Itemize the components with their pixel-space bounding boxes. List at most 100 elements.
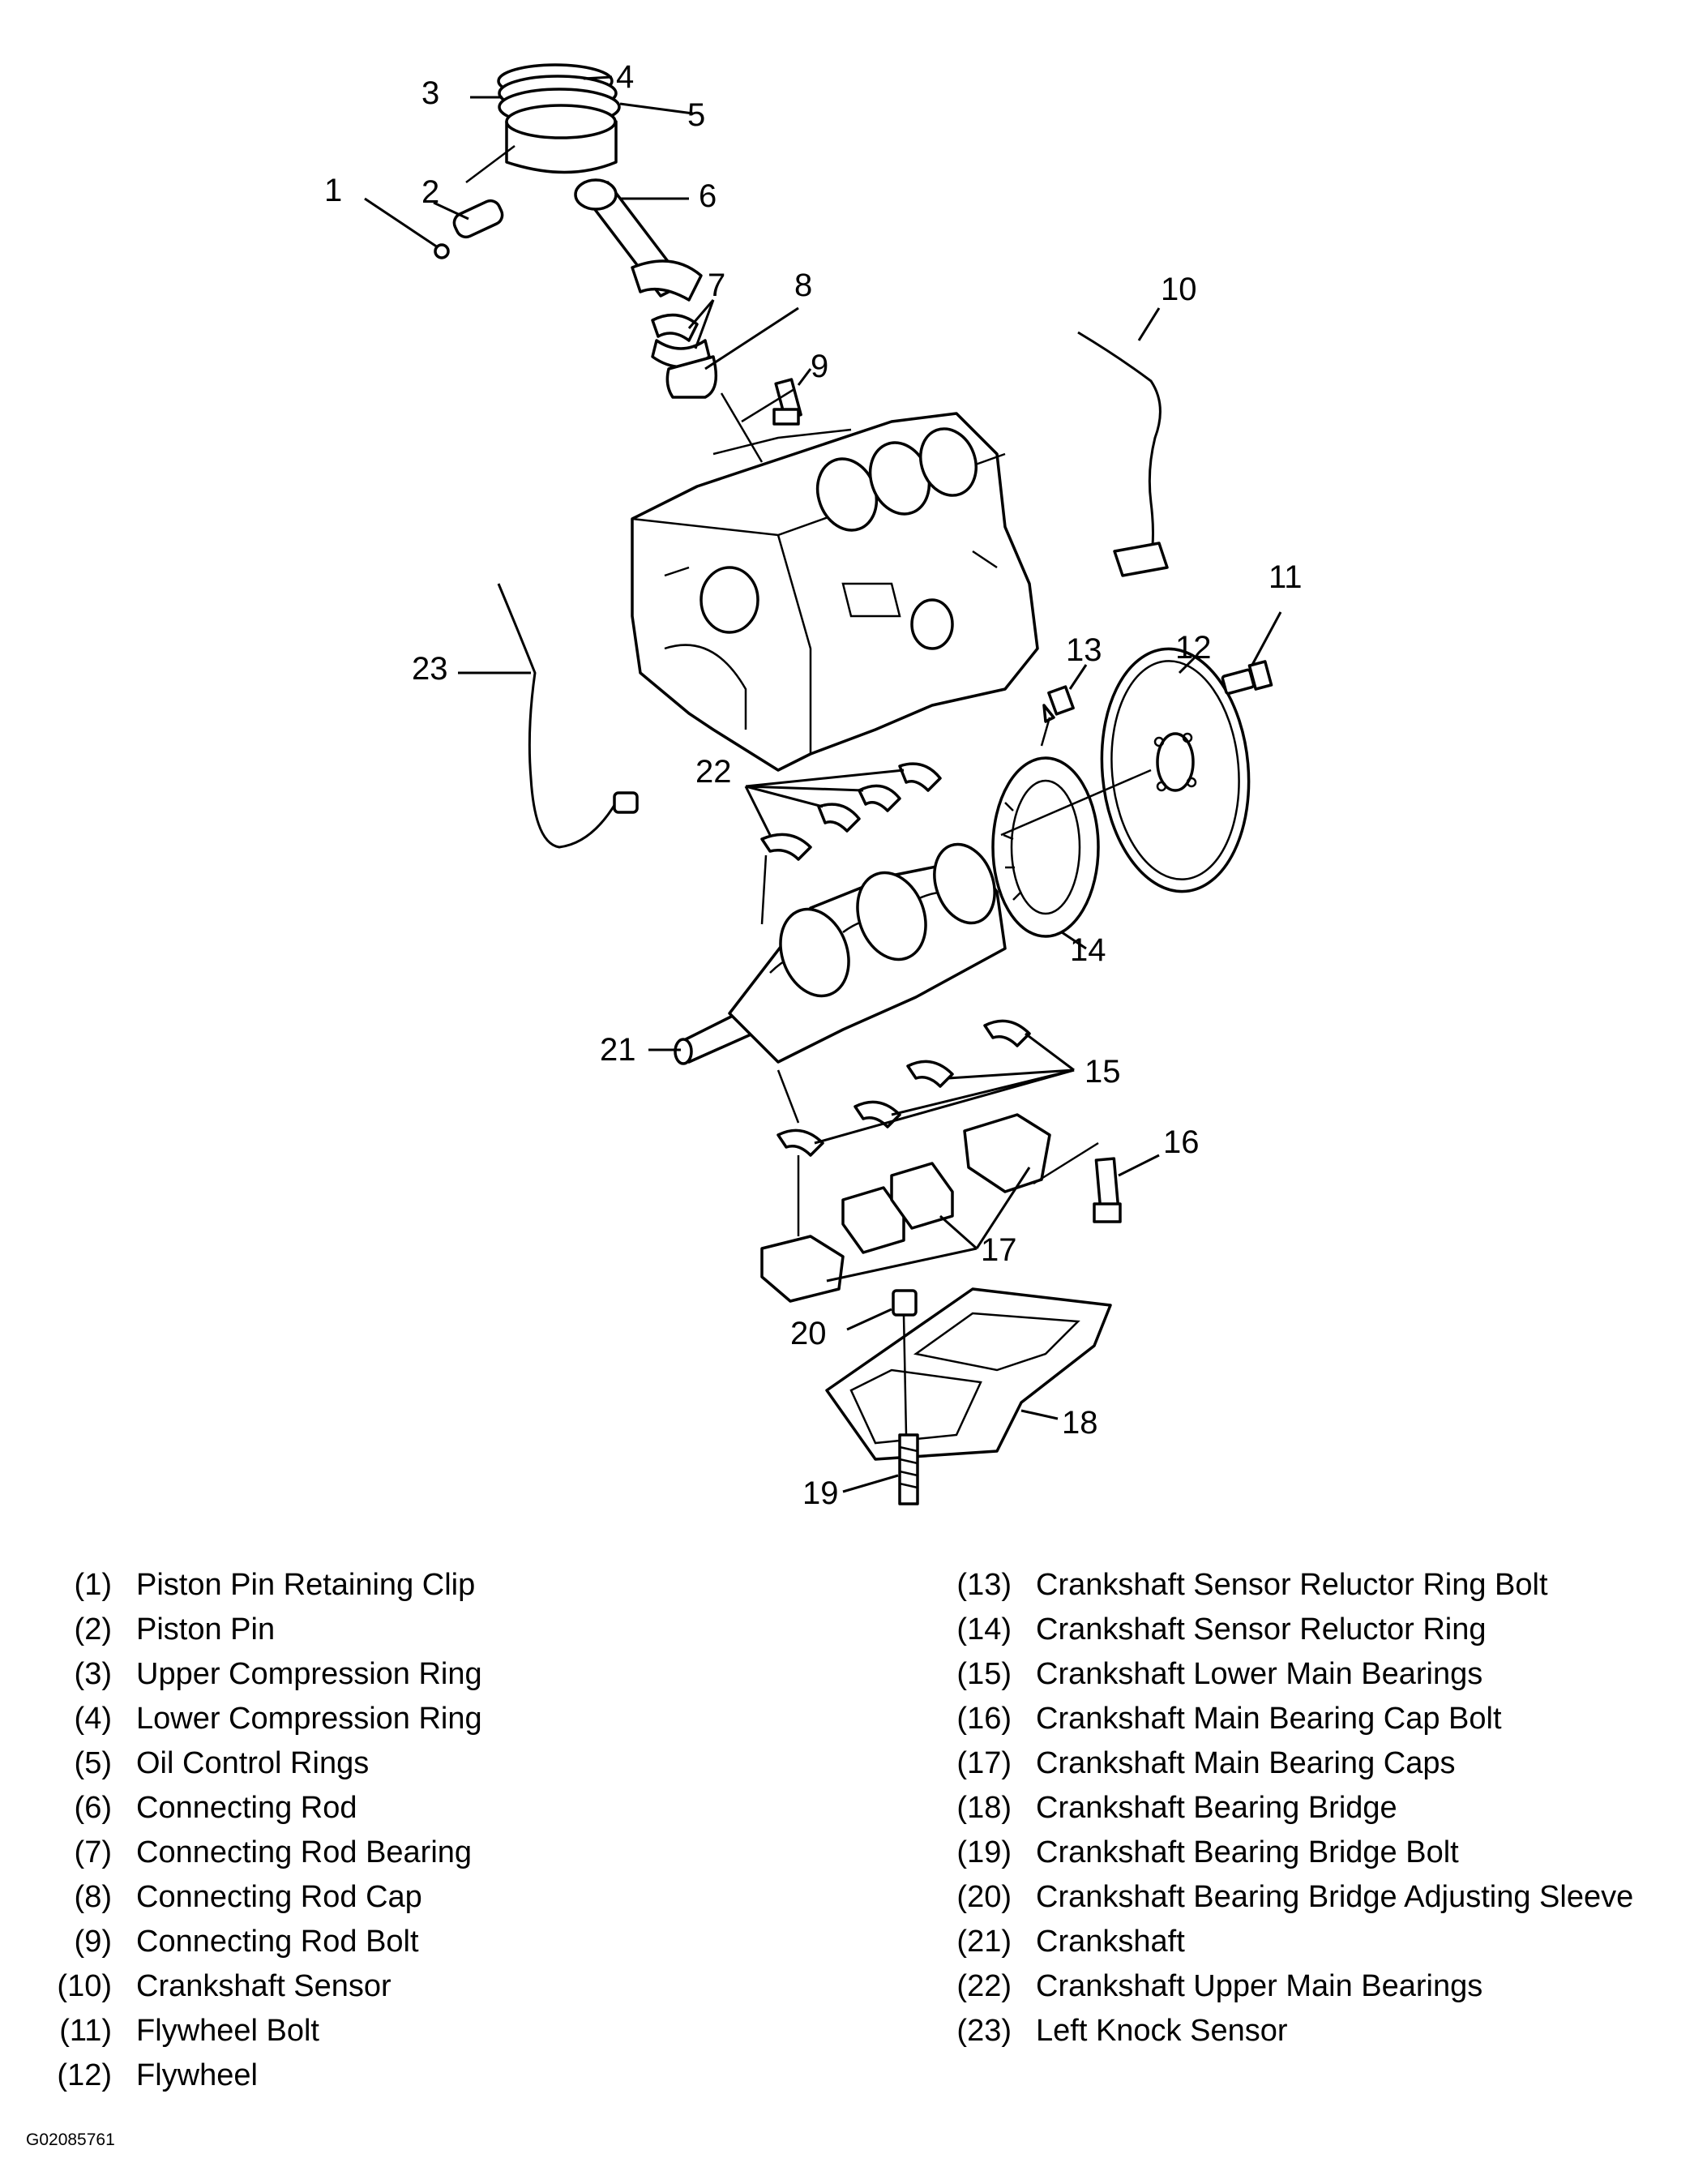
legend-label: Connecting Rod Bearing: [136, 1835, 473, 1869]
legend-label: Crankshaft Lower Main Bearings: [1036, 1657, 1483, 1691]
legend-number: (22): [956, 1969, 1012, 2003]
legend-item: (21) Crankshaft: [932, 1920, 1702, 1964]
legend-number: (10): [57, 1969, 112, 2003]
legend-item: (4)Lower Compression Ring: [24, 1697, 835, 1741]
legend-item: (12) Flywheel: [24, 2053, 835, 2098]
legend-item: (22) Crankshaft Upper Main Bearings: [932, 1964, 1702, 2009]
crankshaft-drawing: [674, 842, 1007, 1065]
legend-item: (17)Crankshaft Main Bearing Caps: [932, 1741, 1702, 1786]
legend-label: Crankshaft Upper Main Bearings: [1036, 1969, 1483, 2003]
callout-12: 12: [1175, 630, 1212, 666]
callout-labels: 1 2 3 4 5 6 7 8 9 10 11 12 13 14 15 16 1…: [324, 59, 1303, 1511]
callout-4: 4: [616, 59, 634, 95]
callout-18: 18: [1062, 1405, 1098, 1441]
legend-number: (13): [956, 1568, 1012, 1602]
legend-number: (7): [74, 1835, 112, 1869]
legend-item: (10) Crankshaft Sensor: [24, 1964, 835, 2009]
callout-16: 16: [1163, 1124, 1200, 1160]
legend-item: (13) Crankshaft Sensor Reluctor Ring Bolt: [932, 1563, 1702, 1608]
legend-item: (15) Crankshaft Lower Main Bearings: [932, 1652, 1702, 1697]
piston-pin-drawing: [434, 199, 504, 259]
callout-6: 6: [699, 178, 717, 214]
callout-3: 3: [421, 75, 439, 111]
legend-number: (15): [956, 1657, 1012, 1691]
callout-7: 7: [708, 268, 725, 303]
legend-item: (7) Connecting Rod Bearing: [24, 1831, 835, 1875]
legend-item: (16) Crankshaft Main Bearing Cap Bolt: [932, 1697, 1702, 1741]
legend-label: Connecting Rod: [136, 1791, 357, 1825]
legend-label: Crankshaft Sensor: [136, 1969, 391, 2003]
callout-22: 22: [695, 754, 732, 790]
legend-number: (23): [956, 2014, 1012, 2048]
engine-exploded-diagram: 1 2 3 4 5 6 7 8 9 10 11 12 13 14 15 16 1…: [324, 59, 1303, 1511]
legend-right-column: (13) Crankshaft Sensor Reluctor Ring Bolt…: [932, 1563, 1702, 2053]
bearing-bridge-drawing: [825, 1287, 1112, 1461]
crankshaft-sensor-drawing: [1077, 331, 1169, 577]
legend-number: (14): [956, 1612, 1012, 1647]
callout-17: 17: [981, 1232, 1017, 1268]
callout-13: 13: [1066, 632, 1102, 668]
flywheel-bolt-drawing: [1221, 660, 1273, 696]
legend-number: (5): [74, 1746, 112, 1780]
legend-label: Upper Compression Ring: [136, 1657, 482, 1691]
legend-label: Left Knock Sensor: [1036, 2014, 1288, 2048]
legend-number: (19): [956, 1835, 1012, 1869]
legend-label: Crankshaft: [1036, 1925, 1185, 1959]
legend-item: (23) Left Knock Sensor: [932, 2009, 1702, 2053]
callout-20: 20: [790, 1316, 827, 1351]
legend-number: (21): [956, 1925, 1012, 1959]
main-bearing-caps-drawing: [760, 1113, 1051, 1303]
legend-label: Oil Control Rings: [136, 1746, 370, 1780]
callout-23: 23: [412, 651, 448, 687]
upper-main-bearings-drawing: [760, 762, 942, 861]
legend-item: (11)Flywheel Bolt: [24, 2009, 835, 2053]
callout-8: 8: [794, 268, 812, 303]
callout-19: 19: [802, 1475, 839, 1511]
main-cap-bolt-drawing: [1093, 1157, 1122, 1223]
legend-number: (9): [74, 1925, 112, 1959]
legend-item: (9) Connecting Rod Bolt: [24, 1920, 835, 1964]
callout-9: 9: [811, 349, 828, 384]
rod-bearing-drawing: [651, 313, 711, 369]
legend-item: (5) Oil Control Rings: [24, 1741, 835, 1786]
callout-2: 2: [421, 174, 439, 210]
legend-left-column: (1)Piston Pin Retaining Clip (2) Piston P…: [24, 1563, 835, 2098]
legend-number: (8): [74, 1880, 112, 1914]
bridge-bolt-drawing: [898, 1433, 919, 1505]
legend-label: Crankshaft Bearing Bridge Adjusting Slee…: [1036, 1880, 1634, 1914]
legend-label: Connecting Rod Bolt: [136, 1925, 419, 1959]
rod-cap-drawing: [665, 355, 718, 399]
legend-item: (20) Crankshaft Bearing Bridge Adjusting …: [932, 1875, 1702, 1920]
flywheel-drawing: [1100, 647, 1251, 893]
legend-label: Crankshaft Main Bearing Cap Bolt: [1036, 1702, 1502, 1736]
legend-item: (14)Crankshaft Sensor Reluctor Ring: [932, 1608, 1702, 1652]
legend-number: (18): [956, 1791, 1012, 1825]
legend-label: Connecting Rod Cap: [136, 1880, 422, 1914]
legend-label: Crankshaft Sensor Reluctor Ring Bolt: [1036, 1568, 1548, 1602]
legend-number: (16): [956, 1702, 1012, 1736]
callout-14: 14: [1070, 932, 1106, 968]
adjusting-sleeve-drawing: [892, 1289, 918, 1317]
legend-label: Piston Pin: [136, 1612, 276, 1647]
legend-item: (6) Connecting Rod: [24, 1786, 835, 1831]
legend-item: (1)Piston Pin Retaining Clip: [24, 1563, 835, 1608]
connecting-rod-drawing: [574, 178, 703, 302]
legend-item: (3) Upper Compression Ring: [24, 1652, 835, 1697]
legend-item: (18)Crankshaft Bearing Bridge: [932, 1786, 1702, 1831]
legend-number: (3): [74, 1657, 112, 1691]
reluctor-bolt-drawing: [1042, 685, 1075, 723]
legend-label: Crankshaft Main Bearing Caps: [1036, 1746, 1456, 1780]
legend-number: (2): [74, 1612, 112, 1647]
legend-item: (19)Crankshaft Bearing Bridge Bolt: [932, 1831, 1702, 1875]
legend-label: Flywheel: [136, 2058, 258, 2092]
figure-id: G02085761: [26, 2130, 115, 2149]
legend-number: (20): [956, 1880, 1012, 1914]
leader-lines: [364, 75, 1282, 1493]
lower-main-bearings-drawing: [776, 1019, 1031, 1157]
legend-number: (4): [74, 1702, 112, 1736]
legend-item: (8) Connecting Rod Cap: [24, 1875, 835, 1920]
legend-number: (6): [74, 1791, 112, 1825]
legend-label: Piston Pin Retaining Clip: [136, 1568, 476, 1602]
legend-number: (12): [57, 2058, 112, 2092]
legend-label: Flywheel Bolt: [136, 2014, 319, 2048]
